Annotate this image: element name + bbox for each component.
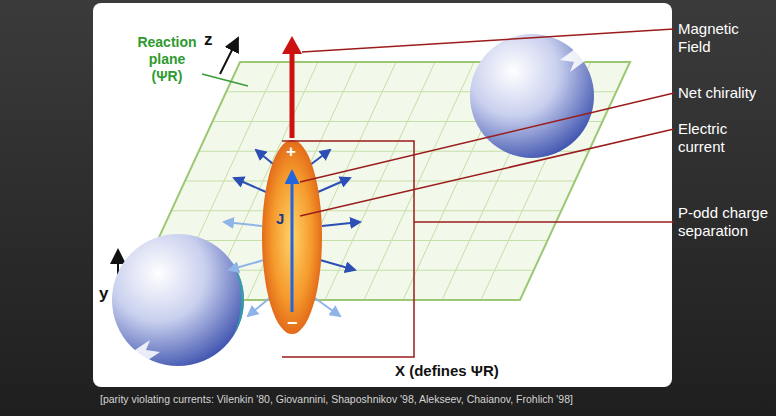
nucleus — [470, 34, 600, 158]
emission-arrows — [224, 150, 360, 316]
callout-label: Magnetic Field — [678, 20, 772, 56]
callout-label: Net chirality — [678, 84, 772, 102]
axis-label: z — [204, 30, 213, 50]
field-arrow — [290, 52, 295, 138]
axis-label: y — [99, 284, 108, 304]
current-symbol: J — [276, 210, 284, 228]
leader-line — [202, 74, 248, 86]
figure-panel — [93, 3, 672, 387]
plane-label: Reaction plane (ΨR) — [132, 34, 202, 84]
charge-sign: + — [286, 142, 296, 162]
leader-lines — [282, 29, 674, 357]
field-arrowhead — [282, 36, 302, 54]
callout-label: Electric current — [678, 120, 772, 156]
citation: [parity violating currents: Vilenkin '80… — [100, 393, 573, 406]
z-axis — [220, 38, 238, 74]
callout-label: P-odd charge separation — [678, 204, 772, 240]
current-arrow — [291, 172, 294, 312]
nucleus — [112, 234, 244, 372]
fireball — [262, 140, 322, 334]
axis-label: X (defines ΨR) — [395, 362, 499, 380]
charge-sign: − — [287, 313, 298, 335]
